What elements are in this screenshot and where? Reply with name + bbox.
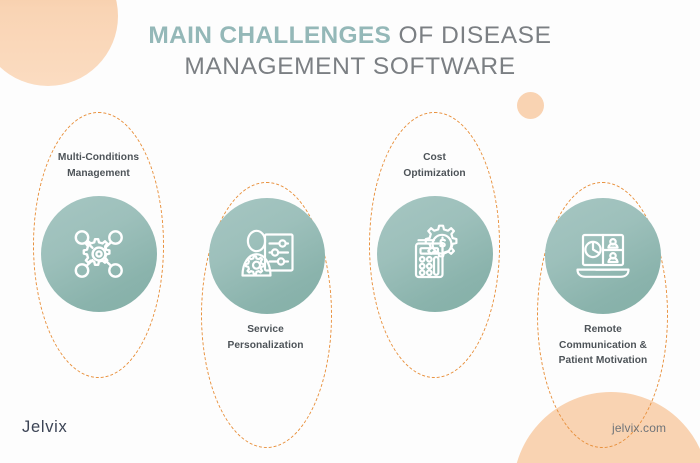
card-3-icon-disc[interactable] [377,196,493,312]
title-rest: OF DISEASE [391,22,552,49]
page-title: MAIN CHALLENGES OF DISEASE MANAGEMENT SO… [0,20,700,82]
website-url[interactable]: jelvix.com [612,421,667,435]
card-4-icon-disc[interactable] [545,198,661,314]
title-accent: MAIN CHALLENGES [148,22,392,49]
network-gear-icon [68,223,130,285]
card-2-icon-disc[interactable] [209,198,325,314]
card-1-dashed-outline [33,112,164,378]
jelvix-logo[interactable]: Jelvix [22,418,68,436]
card-3-label: Cost Optimization [403,152,466,179]
card-1-icon-disc[interactable] [41,196,157,312]
card-4-dashed-outline [537,182,668,448]
title-line-1: MAIN CHALLENGES OF DISEASE [0,20,700,51]
title-line-2: MANAGEMENT SOFTWARE [184,53,516,80]
card-4-label: Remote Communication & Patient Motivatio… [558,324,648,366]
card-1-label: Multi-Conditions Management [57,152,140,179]
person-settings-icon [237,227,297,285]
card-2-dashed-outline [201,182,332,448]
laptop-video-call-icon [571,228,635,284]
calculator-gear-dollar-icon [404,223,466,285]
decorative-dot [517,92,544,119]
card-2-label: Service Personalization [227,324,304,351]
card-3-dashed-outline [369,112,500,378]
